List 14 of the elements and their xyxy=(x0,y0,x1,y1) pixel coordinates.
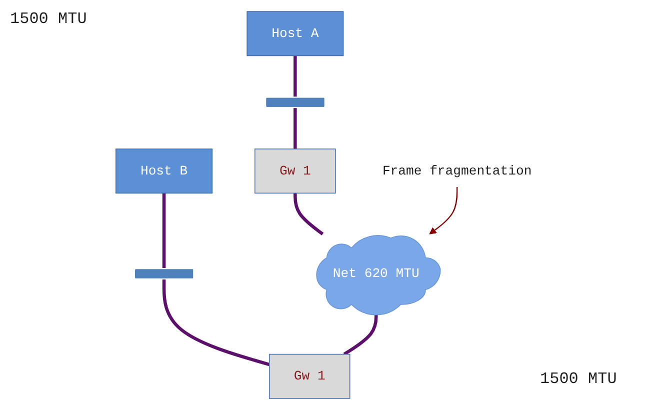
arrow xyxy=(429,187,458,234)
node-box: Host B xyxy=(116,148,213,194)
connector xyxy=(294,56,297,97)
node-text: Frame fragmentation xyxy=(382,164,532,178)
network-label: 1500 MTU xyxy=(540,370,617,388)
network-label: 1500 MTU xyxy=(10,10,87,28)
node-box: Gw 1 xyxy=(269,354,350,399)
connector xyxy=(343,313,378,356)
node-box: Host A xyxy=(246,11,344,56)
connector xyxy=(162,279,270,366)
connector xyxy=(294,193,324,236)
connector xyxy=(294,108,297,149)
node-box: Gw 1 xyxy=(254,148,336,194)
connector xyxy=(162,193,166,268)
